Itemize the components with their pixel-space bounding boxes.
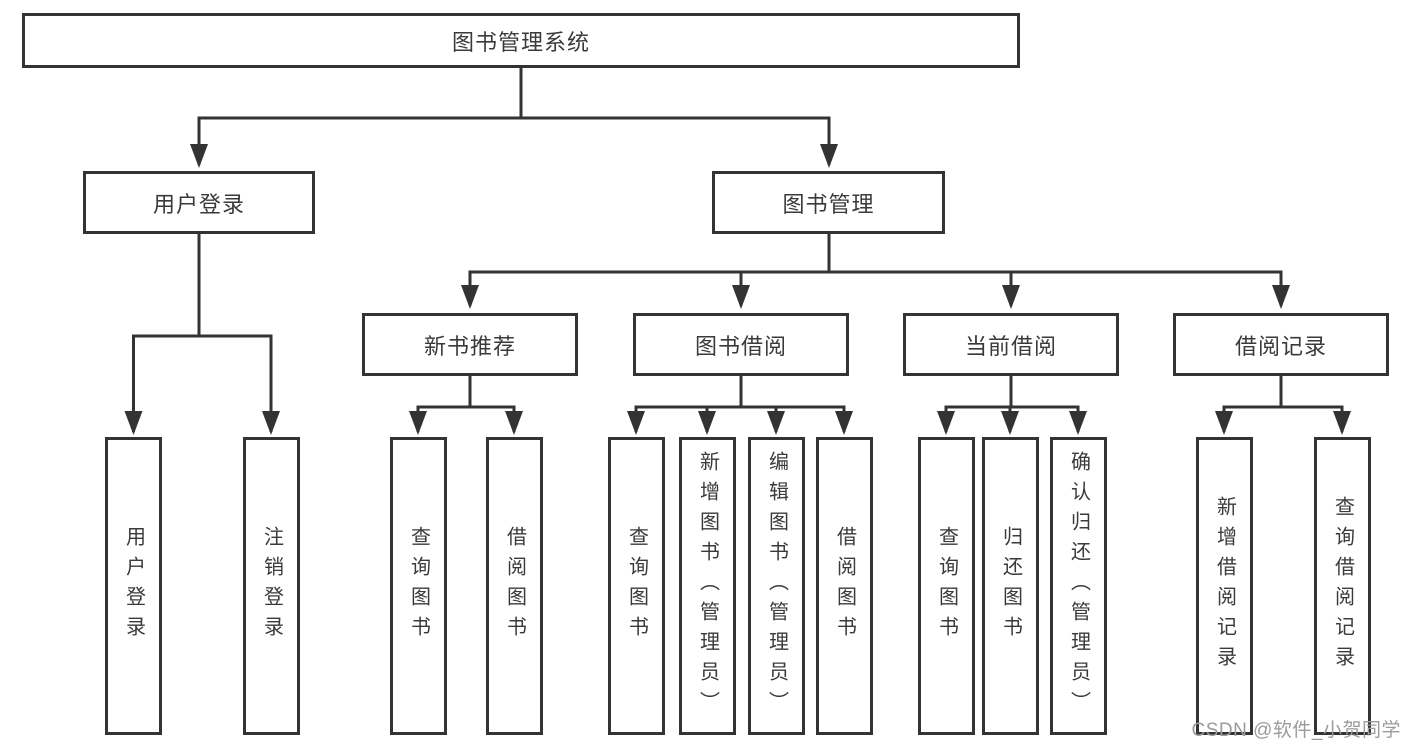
leaf-current-confirm-return-admin-label: 确认归还（管理员） bbox=[1067, 451, 1090, 721]
node-current-borrowing-label: 当前借阅 bbox=[964, 333, 1057, 359]
leaf-newbook-borrow-books-label: 借阅图书 bbox=[503, 526, 526, 646]
node-book-borrowing-label: 图书借阅 bbox=[694, 333, 787, 359]
leaf-logout-label: 注销登录 bbox=[260, 526, 283, 646]
leaf-borrow-add-books-admin-label: 新增图书（管理员） bbox=[696, 451, 719, 721]
leaf-records-query-record: 查询借阅记录 bbox=[1314, 437, 1371, 735]
leaf-records-add-record: 新增借阅记录 bbox=[1196, 437, 1253, 735]
node-new-book-recommendation-label: 新书推荐 bbox=[423, 333, 516, 359]
leaf-newbook-borrow-books: 借阅图书 bbox=[486, 437, 543, 735]
node-book-borrowing: 图书借阅 bbox=[633, 313, 849, 376]
leaf-user-login-label: 用户登录 bbox=[122, 526, 145, 646]
leaf-current-return-books: 归还图书 bbox=[982, 437, 1039, 735]
node-borrowing-records-label: 借阅记录 bbox=[1234, 333, 1327, 359]
node-current-borrowing: 当前借阅 bbox=[903, 313, 1119, 376]
node-root: 图书管理系统 bbox=[22, 13, 1020, 68]
node-root-label: 图书管理系统 bbox=[451, 29, 590, 55]
leaf-borrow-edit-books-admin: 编辑图书（管理员） bbox=[748, 437, 805, 735]
leaf-borrow-query-books-label: 查询图书 bbox=[625, 526, 648, 646]
leaf-borrow-query-books: 查询图书 bbox=[608, 437, 665, 735]
leaf-borrow-borrow-books-label: 借阅图书 bbox=[833, 526, 856, 646]
leaf-logout: 注销登录 bbox=[243, 437, 300, 735]
leaf-records-add-record-label: 新增借阅记录 bbox=[1213, 496, 1236, 676]
node-book-management: 图书管理 bbox=[712, 171, 945, 234]
node-user-login: 用户登录 bbox=[83, 171, 315, 234]
csdn-watermark: CSDN @软件_小贺同学 bbox=[1191, 720, 1401, 741]
leaf-records-query-record-label: 查询借阅记录 bbox=[1331, 496, 1354, 676]
leaf-newbook-query-books: 查询图书 bbox=[390, 437, 447, 735]
node-borrowing-records: 借阅记录 bbox=[1173, 313, 1389, 376]
leaf-current-query-books: 查询图书 bbox=[918, 437, 975, 735]
leaf-current-return-books-label: 归还图书 bbox=[999, 526, 1022, 646]
leaf-borrow-add-books-admin: 新增图书（管理员） bbox=[679, 437, 736, 735]
node-new-book-recommendation: 新书推荐 bbox=[362, 313, 578, 376]
leaf-current-query-books-label: 查询图书 bbox=[935, 526, 958, 646]
node-user-login-label: 用户登录 bbox=[152, 191, 245, 217]
leaf-borrow-borrow-books: 借阅图书 bbox=[816, 437, 873, 735]
node-book-management-label: 图书管理 bbox=[782, 191, 875, 217]
leaf-newbook-query-books-label: 查询图书 bbox=[407, 526, 430, 646]
leaf-user-login: 用户登录 bbox=[105, 437, 162, 735]
leaf-current-confirm-return-admin: 确认归还（管理员） bbox=[1050, 437, 1107, 735]
leaf-borrow-edit-books-admin-label: 编辑图书（管理员） bbox=[765, 451, 788, 721]
